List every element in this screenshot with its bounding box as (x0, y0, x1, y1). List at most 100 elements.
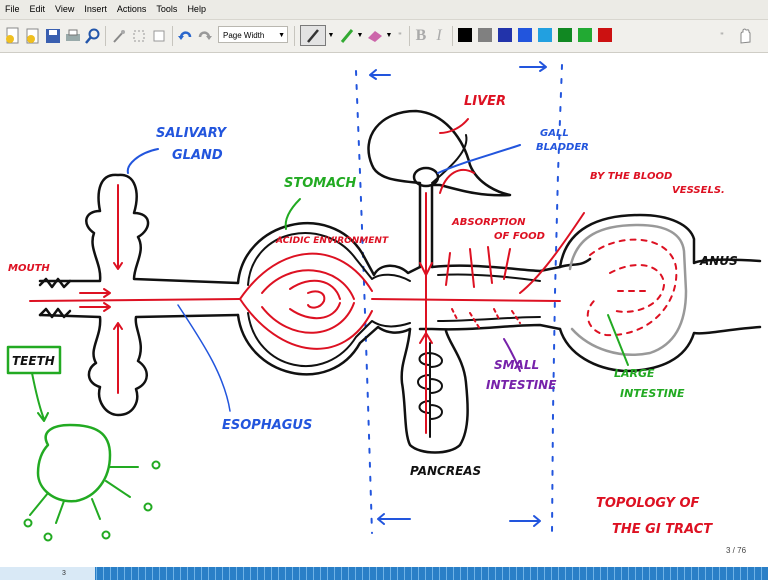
overflow-icon[interactable]: " (718, 25, 726, 46)
status-tick (201, 567, 202, 580)
status-tick (425, 567, 426, 580)
status-tick (418, 567, 419, 580)
italic-icon[interactable]: I (430, 25, 448, 46)
print-icon[interactable] (64, 25, 82, 46)
tooth-rays (30, 467, 138, 523)
status-tick (754, 567, 755, 580)
open-icon[interactable] (24, 25, 42, 46)
pan-hand-icon[interactable] (735, 25, 755, 46)
status-tick (138, 567, 139, 580)
status-tick (376, 567, 377, 580)
status-left: 3 (0, 567, 95, 580)
status-tick (250, 567, 251, 580)
color-swatch-darkgreen[interactable] (558, 28, 572, 42)
color-swatch-green[interactable] (578, 28, 592, 42)
new-note-icon[interactable] (4, 25, 22, 46)
save-icon[interactable] (44, 25, 62, 46)
status-tick (306, 567, 307, 580)
leader-large-intestine (608, 315, 628, 365)
status-tick (257, 567, 258, 580)
status-tick (607, 567, 608, 580)
status-tick (656, 567, 657, 580)
pen-dropdown-icon[interactable]: ▼ (327, 25, 335, 46)
status-tick (467, 567, 468, 580)
menu-actions[interactable]: Actions (112, 0, 152, 19)
label-topology-title: TOPOLOGY OFTHE GI TRACT (596, 496, 713, 537)
menu-bar: File Edit View Insert Actions Tools Help (0, 0, 768, 20)
status-tick (271, 567, 272, 580)
menu-insert[interactable]: Insert (79, 0, 112, 19)
status-tick (166, 567, 167, 580)
label-anus: ANUS (699, 254, 738, 268)
label-mouth: MOUTH (8, 263, 50, 274)
teeth-arrow (32, 373, 48, 421)
redo-icon[interactable] (196, 25, 214, 46)
leader-salivary-gland (128, 149, 158, 173)
color-swatch-gray[interactable] (478, 28, 492, 42)
status-tick (740, 567, 741, 580)
zoom-select[interactable]: Page Width ▼ (218, 26, 288, 43)
color-swatch-black[interactable] (458, 28, 472, 42)
color-swatch-blue[interactable] (518, 28, 532, 42)
status-tick (327, 567, 328, 580)
status-tick (432, 567, 433, 580)
more-icon[interactable]: " (396, 25, 404, 46)
status-tick (299, 567, 300, 580)
highlighter-icon[interactable] (338, 25, 356, 46)
status-tick (705, 567, 706, 580)
status-tick (439, 567, 440, 580)
menu-edit[interactable]: Edit (25, 0, 51, 19)
undo-icon[interactable] (176, 25, 194, 46)
status-tick (292, 567, 293, 580)
bold-icon[interactable]: B (412, 25, 430, 46)
status-tick (747, 567, 748, 580)
color-swatch-red[interactable] (598, 28, 612, 42)
arrow-right-bottom (510, 516, 540, 526)
status-tick (110, 567, 111, 580)
color-swatch-navy[interactable] (498, 28, 512, 42)
highlighter-dropdown-icon[interactable]: ▼ (356, 25, 364, 46)
status-tick (334, 567, 335, 580)
status-tick (285, 567, 286, 580)
label-blood-vessels: BY THE BLOODVESSELS. (590, 171, 725, 196)
label-small-intestine: SMALLINTESTINE (486, 358, 557, 392)
status-tick (530, 567, 531, 580)
status-tick (481, 567, 482, 580)
menu-file[interactable]: File (0, 0, 25, 19)
eraser-dropdown-icon[interactable]: ▼ (385, 25, 393, 46)
status-tick (558, 567, 559, 580)
status-tick (572, 567, 573, 580)
status-tick (586, 567, 587, 580)
status-tick (712, 567, 713, 580)
status-tick (124, 567, 125, 580)
menu-tools[interactable]: Tools (151, 0, 182, 19)
pen-tool-button[interactable] (300, 25, 326, 46)
status-tick (565, 567, 566, 580)
leader-gall-bladder (438, 145, 520, 173)
lasso-icon[interactable] (130, 25, 148, 46)
status-tick (600, 567, 601, 580)
status-tick (362, 567, 363, 580)
eraser-icon[interactable] (366, 25, 384, 46)
status-tick (544, 567, 545, 580)
insert-space-icon[interactable] (150, 25, 168, 46)
find-icon[interactable] (84, 25, 102, 46)
status-tick (194, 567, 195, 580)
status-tick (243, 567, 244, 580)
status-tick (180, 567, 181, 580)
menu-help[interactable]: Help (182, 0, 211, 19)
label-liver: LIVER (464, 94, 506, 109)
label-acidic-environment: ACIDIC ENVIRONMENT (275, 236, 389, 246)
color-swatch-lightblue[interactable] (538, 28, 552, 42)
status-tick (670, 567, 671, 580)
menu-view[interactable]: View (50, 0, 79, 19)
status-tick (383, 567, 384, 580)
status-tick (159, 567, 160, 580)
status-tick (390, 567, 391, 580)
select-tool-icon[interactable] (110, 25, 128, 46)
status-tick (96, 567, 97, 580)
label-salivary-gland: SALIVARYGLAND (156, 126, 228, 163)
